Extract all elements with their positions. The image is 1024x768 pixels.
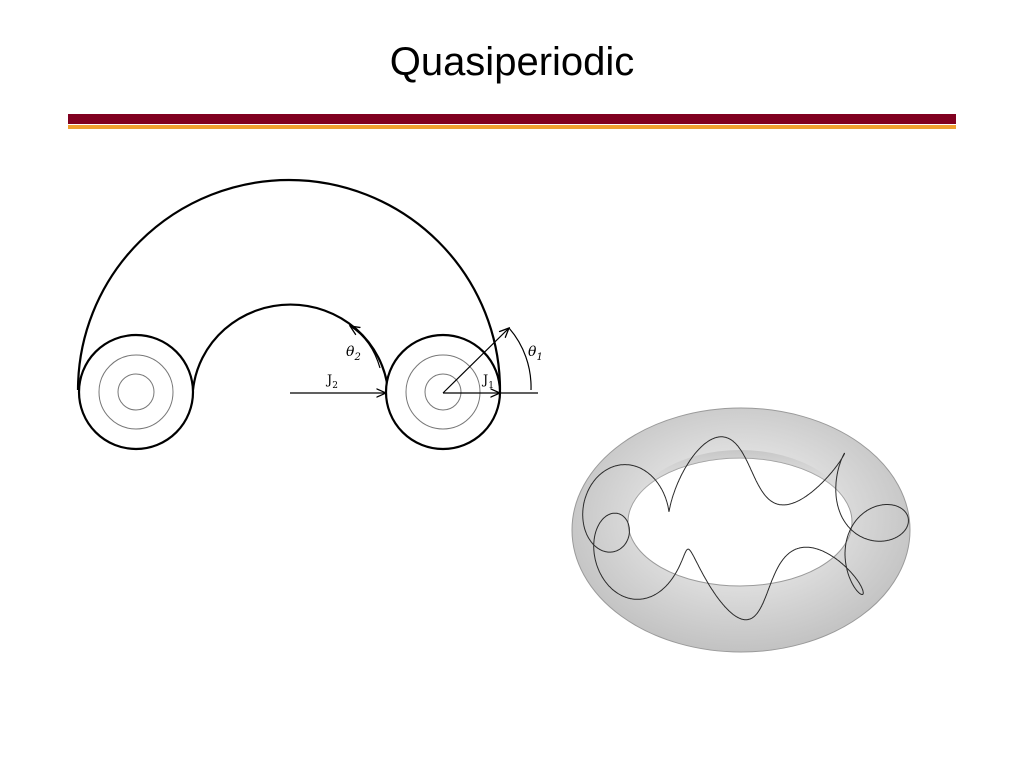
j1-label: J1 [481,373,494,391]
theta2-label: θ2 [346,344,361,363]
torus-surface [571,407,911,653]
theta2-arc [350,326,381,369]
slide-title: Quasiperiodic [389,40,635,84]
outer-arc [76,178,502,391]
theta1-arc [508,327,532,391]
theta1-label: θ1 [528,344,543,363]
left-cross-section [77,333,195,451]
theta1-radius [442,328,509,394]
torus-cross-section: θ2 θ1 J2 J1 [76,178,543,451]
title-rule-accent [68,125,956,129]
right-cross-section [384,333,502,451]
torus-3d [571,407,911,653]
inner-arc [191,303,390,391]
quasiperiodic-trajectory [582,436,909,621]
j2-label: J2 [325,373,338,391]
title-rule-main [68,114,956,124]
